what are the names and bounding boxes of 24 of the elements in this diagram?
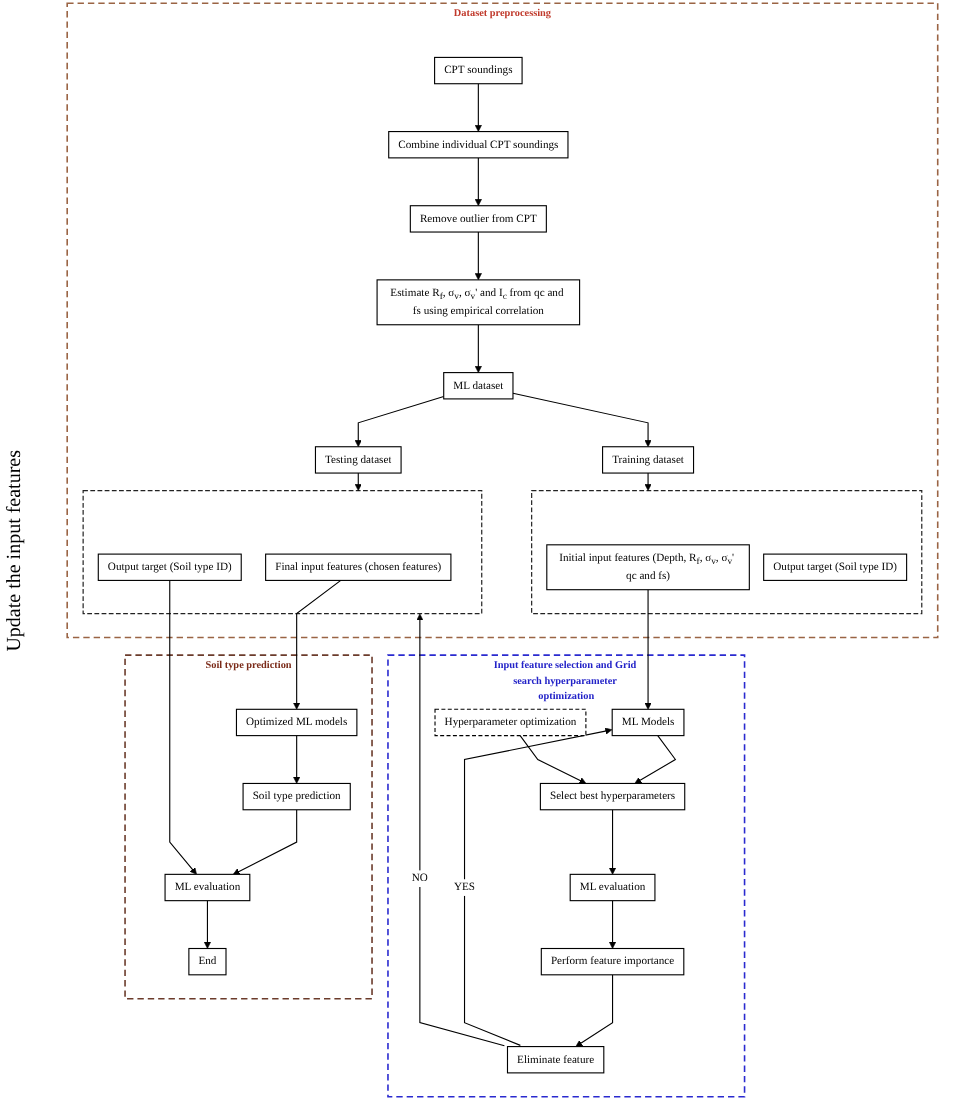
- arrow: [204, 900, 212, 949]
- arrow: [293, 579, 342, 710]
- arrow: [475, 231, 483, 281]
- arrow: [416, 613, 506, 1047]
- cluster: [83, 490, 483, 615]
- arrow: [475, 83, 483, 132]
- arrow: [576, 974, 614, 1047]
- arrow: [512, 392, 653, 448]
- arrow: [293, 735, 301, 784]
- arrow: [355, 395, 445, 448]
- arrow: [645, 472, 653, 491]
- arrow: [520, 735, 587, 784]
- arrow: [355, 472, 363, 491]
- side-label: Update the input features: [2, 449, 28, 651]
- arrow: [609, 900, 617, 949]
- arrow: [475, 157, 483, 207]
- arrow: [635, 735, 677, 784]
- cluster: [531, 490, 923, 615]
- arrow: [475, 324, 483, 373]
- arrow: [464, 727, 613, 1046]
- arrow: [233, 809, 298, 875]
- arrow: [169, 579, 198, 875]
- arrow: [645, 589, 653, 710]
- arrow: [609, 809, 617, 875]
